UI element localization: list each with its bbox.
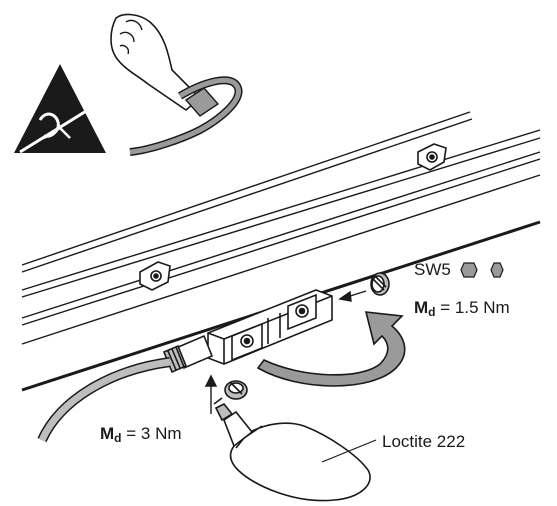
wrench-size-label: SW5 xyxy=(414,260,478,283)
torque-upper-label: Md = 1.5 Nm xyxy=(414,298,510,322)
torque-subscript: d xyxy=(114,431,122,445)
torque-symbol: M xyxy=(100,424,115,443)
grounding-wrist-strap-icon xyxy=(110,13,243,156)
hex-socket-icon-inline xyxy=(459,262,478,283)
loctite-bottle xyxy=(213,397,371,502)
torque-upper-value: = 1.5 Nm xyxy=(440,298,510,317)
scanning-head xyxy=(207,289,333,365)
mounting-clamp xyxy=(417,143,447,171)
tighten-rotation-arrow xyxy=(256,311,406,387)
torque-lower-value: = 3 Nm xyxy=(126,424,182,443)
loctite-leader-line xyxy=(321,439,377,463)
torque-symbol: M xyxy=(414,298,429,317)
screw-lower xyxy=(224,380,248,400)
adhesive-label: Loctite 222 xyxy=(382,432,465,452)
cable xyxy=(37,357,171,443)
esd-warning-icon xyxy=(14,64,106,154)
torque-lower-label: Md = 3 Nm xyxy=(100,424,182,448)
screw-upper xyxy=(370,272,390,296)
hex-socket-icon xyxy=(490,262,504,278)
torque-subscript: d xyxy=(428,305,436,319)
screw-upper-arrow xyxy=(338,290,367,302)
scale-housing xyxy=(21,111,541,392)
adhesive-text: Loctite 222 xyxy=(382,432,466,451)
wrench-size-text: SW5 xyxy=(414,260,451,279)
screw-lower-arrow xyxy=(204,374,218,414)
mounting-clamp xyxy=(139,261,171,291)
